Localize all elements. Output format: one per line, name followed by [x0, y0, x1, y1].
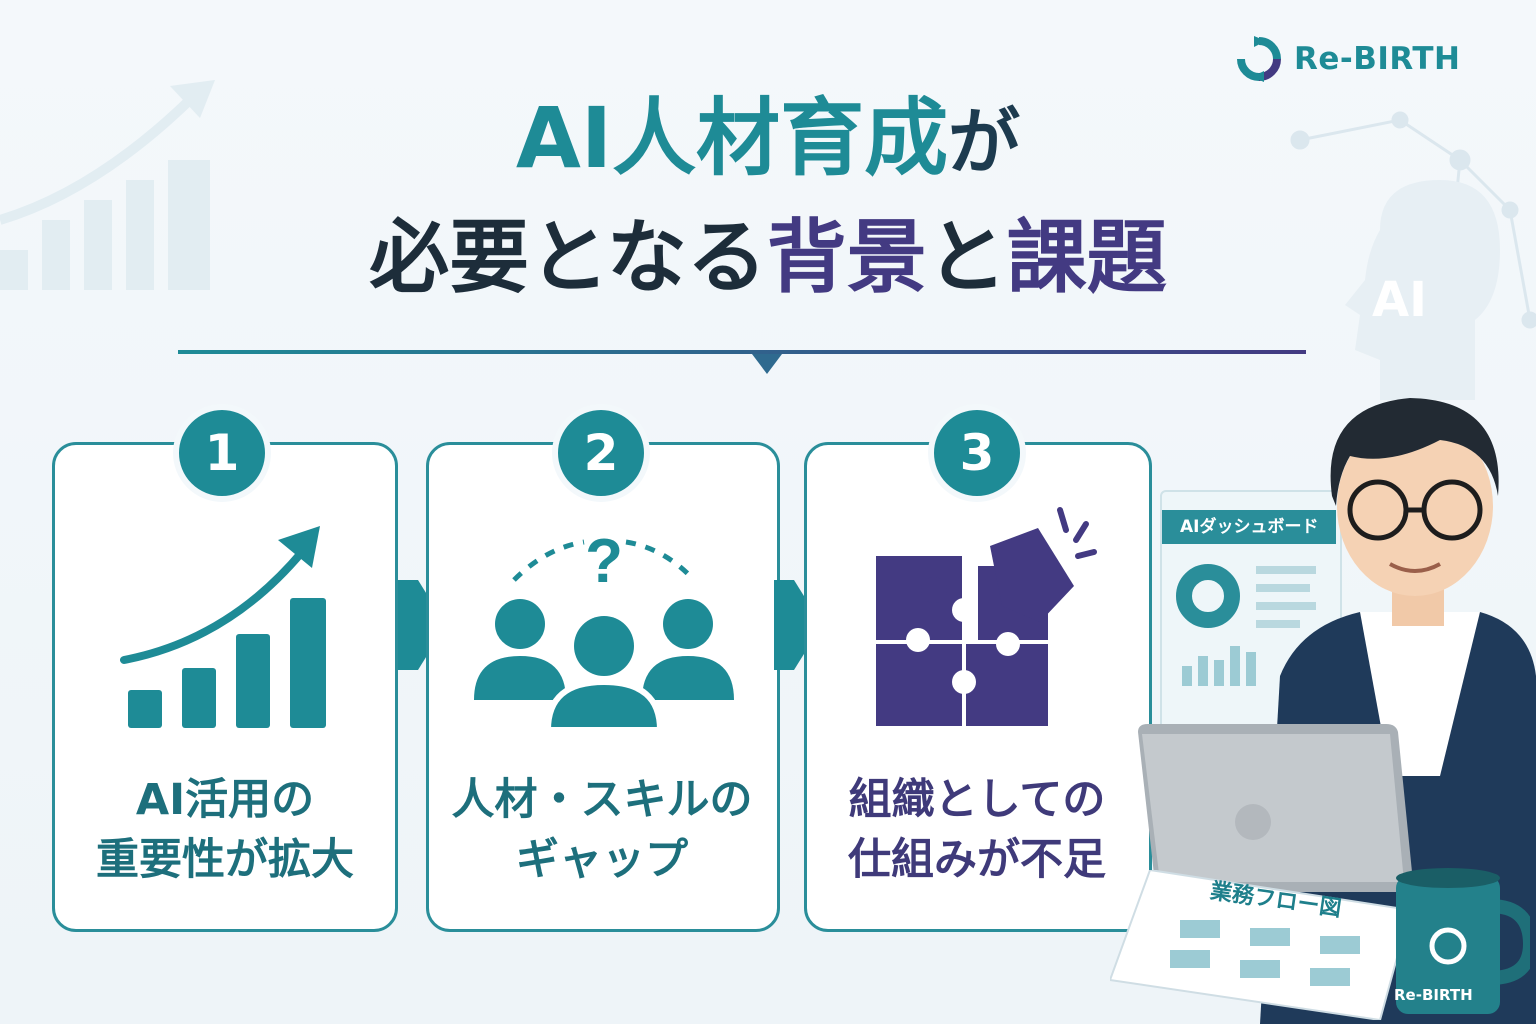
puzzle-missing-piece-icon — [876, 507, 1097, 726]
card-caption-line2: 重要性が拡大 — [96, 835, 354, 885]
chevron-right-icon — [398, 580, 446, 670]
title-highlight-background: 背景 — [766, 211, 927, 304]
card-number-badge: 2 — [552, 404, 650, 502]
people-question-icon: ? — [474, 527, 734, 733]
background-growth-chart-icon — [0, 80, 215, 290]
card-caption: 人材・スキルの ギャップ — [426, 770, 778, 890]
flow-document — [1110, 870, 1410, 1020]
card-caption-line1: 組織としての — [848, 775, 1106, 825]
growth-bar-chart-icon — [120, 526, 326, 728]
card-caption: AI活用の 重要性が拡大 — [52, 770, 398, 890]
card-caption-line1: AI活用の — [135, 775, 315, 825]
title-prefix: 必要となる — [369, 211, 767, 304]
coffee-mug-icon — [1396, 868, 1530, 1014]
title-connector: と — [926, 211, 1007, 304]
background-ai-head-icon — [1290, 111, 1536, 400]
laptop-icon — [1138, 724, 1414, 892]
card-caption-line2: ギャップ — [516, 835, 688, 885]
title-main: AI人材育成 — [515, 89, 949, 187]
background-ai-text: AI — [1372, 272, 1428, 328]
title-divider — [178, 350, 1306, 374]
card-number-badge: 3 — [928, 404, 1026, 502]
refresh-circle-icon — [1237, 36, 1281, 82]
chevron-right-icon — [774, 580, 822, 670]
card-caption-line1: 人材・スキルの — [451, 775, 753, 825]
card-caption-line2: 仕組みが不足 — [848, 835, 1106, 885]
title-highlight-issues: 課題 — [1006, 211, 1167, 304]
title-particle: が — [948, 100, 1021, 184]
brand-name: Re-BIRTH — [1294, 41, 1461, 77]
ai-dashboard-title: AIダッシュボード — [1162, 510, 1336, 544]
card-number-badge: 1 — [173, 404, 271, 502]
brand-logo[interactable]: Re-BIRTH — [1236, 36, 1461, 82]
dashboard-charts-icon — [1176, 564, 1316, 686]
card-ai-importance — [52, 442, 398, 932]
page-title-line2: 必要となる背景と課題 — [0, 208, 1536, 308]
svg-text:?: ? — [585, 527, 623, 596]
mug-brand-label: Re-BIRTH — [1394, 986, 1473, 1004]
card-caption: 組織としての 仕組みが不足 — [804, 770, 1150, 890]
page-title-line1: AI人材育成が — [0, 88, 1536, 192]
